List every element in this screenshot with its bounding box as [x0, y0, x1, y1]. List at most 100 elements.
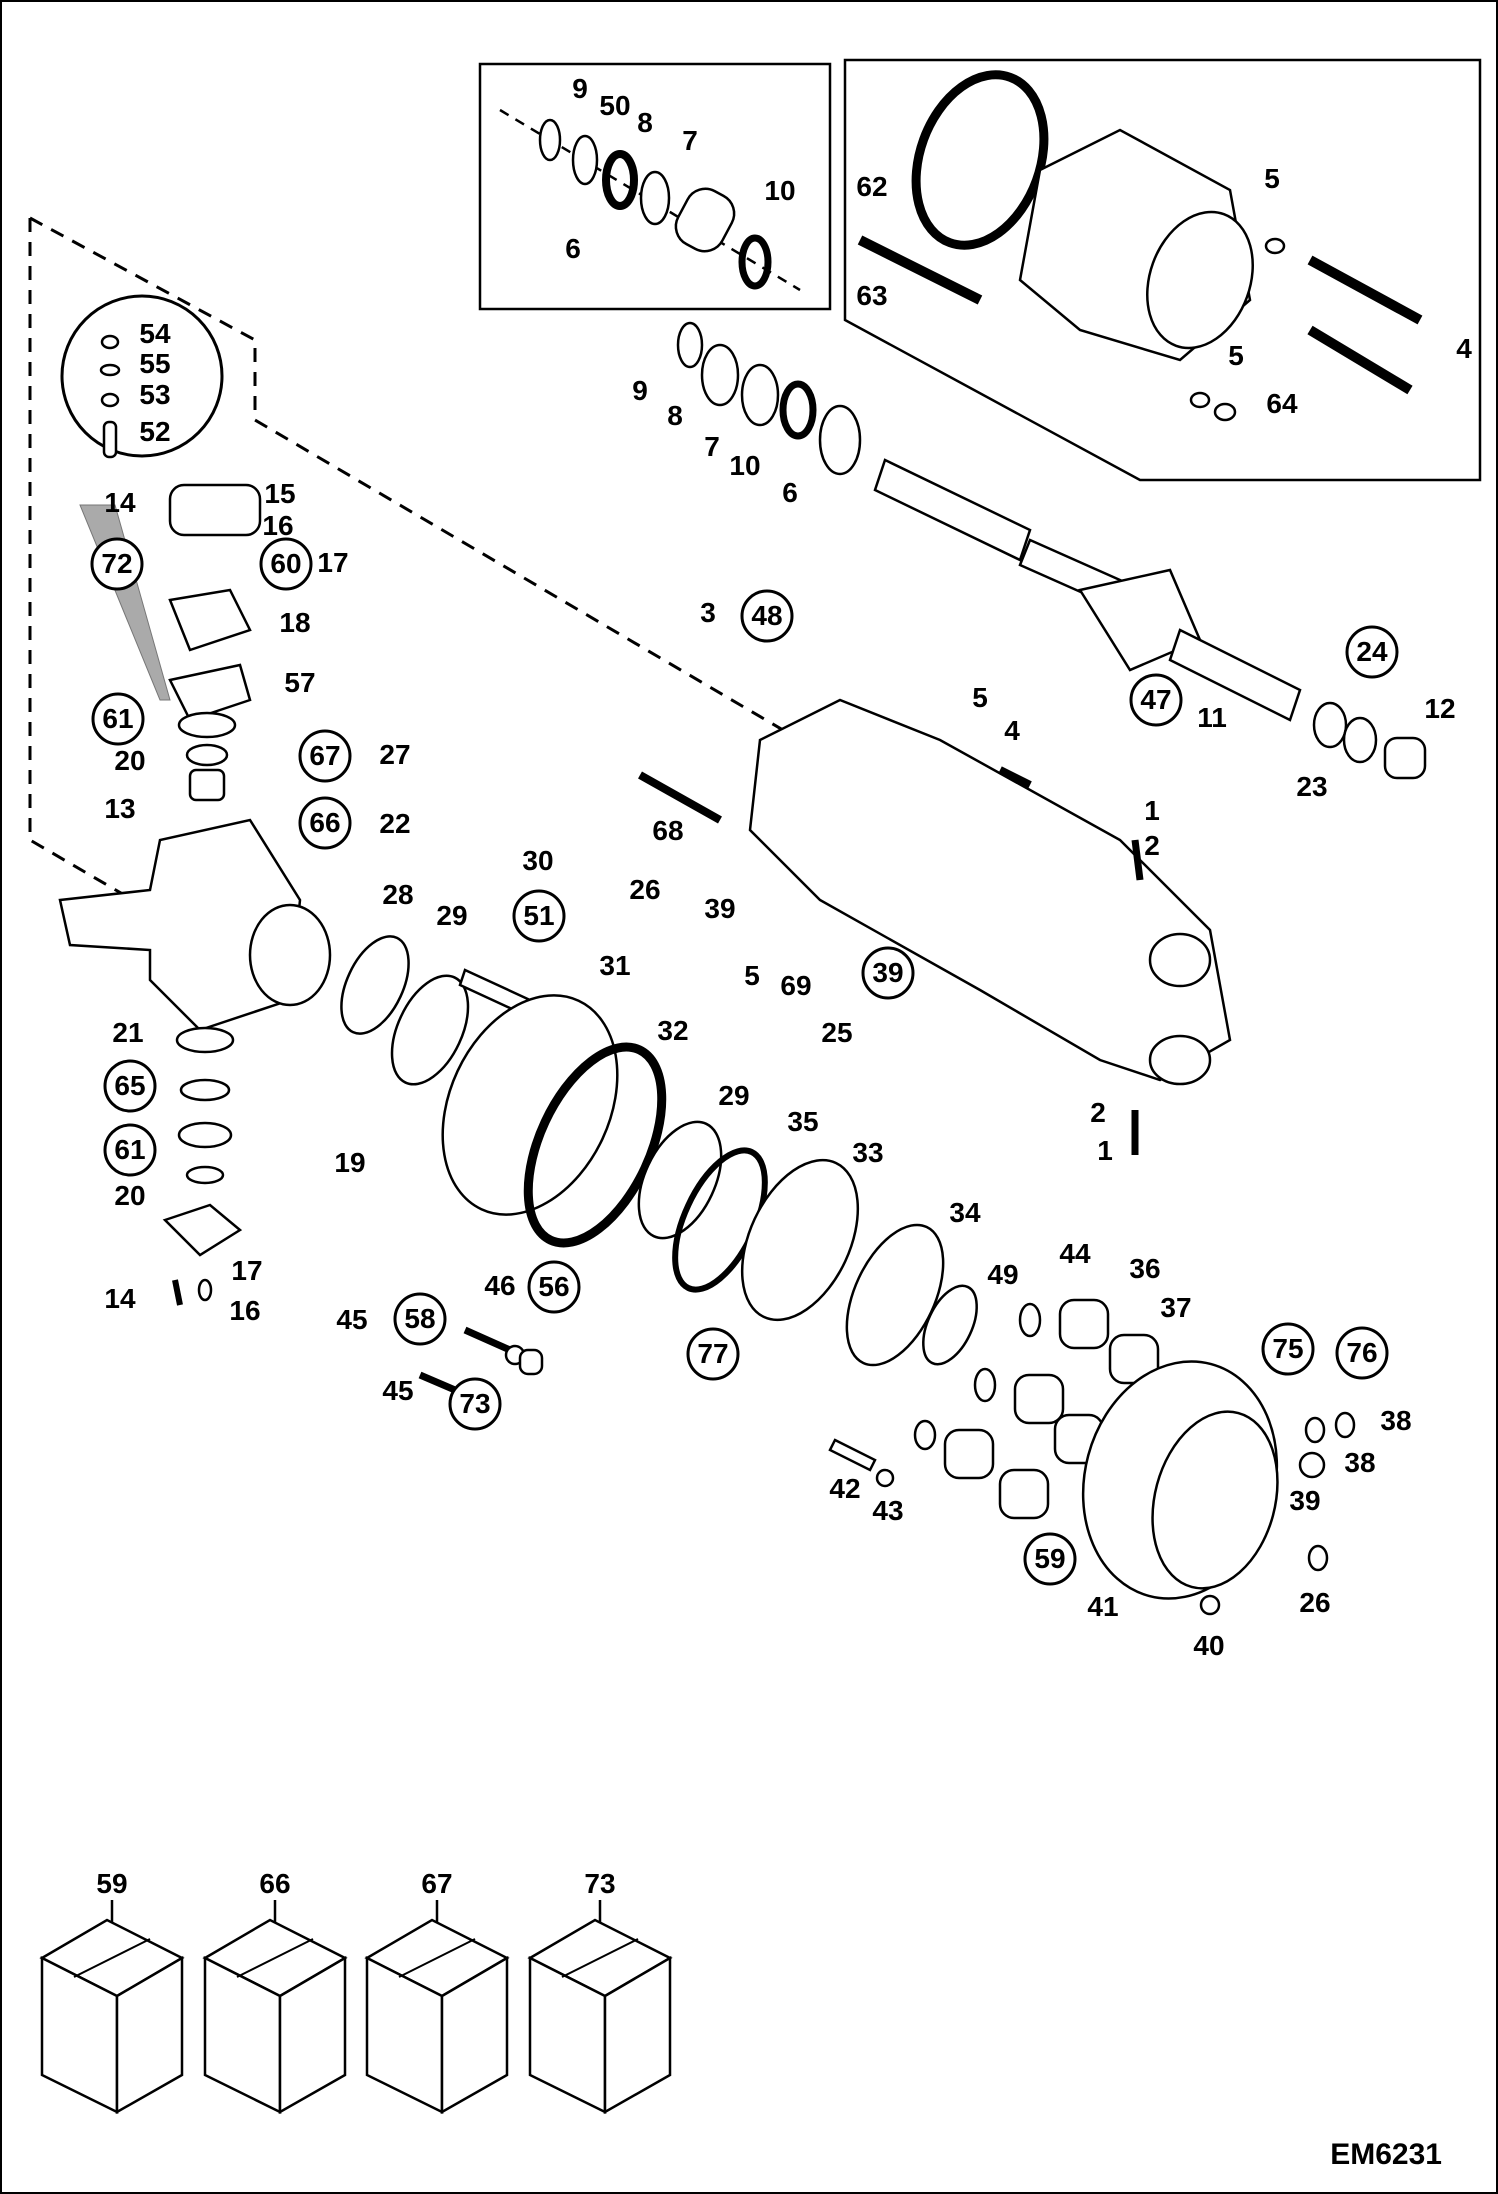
- callout-6: 6: [782, 477, 798, 508]
- steering-knuckle-group: [58, 294, 332, 1257]
- callout-2: 2: [1144, 830, 1160, 861]
- callout-33: 33: [852, 1137, 883, 1168]
- callout-7: 7: [704, 431, 720, 462]
- callout-5: 5: [1264, 163, 1280, 194]
- circled-callout-67: 67: [298, 729, 352, 783]
- callout-41: 41: [1087, 1591, 1118, 1622]
- callout-14: 14: [104, 1283, 136, 1314]
- callout-17: 17: [317, 547, 348, 578]
- callout-5: 5: [744, 960, 760, 991]
- callout-53: 53: [139, 379, 170, 410]
- svg-text:56: 56: [538, 1271, 569, 1302]
- callout-52: 52: [139, 416, 170, 447]
- callout-44: 44: [1059, 1238, 1091, 1269]
- callout-34: 34: [949, 1197, 981, 1228]
- svg-text:51: 51: [523, 900, 554, 931]
- circled-callout-61: 61: [103, 1123, 157, 1177]
- callout-21: 21: [112, 1017, 143, 1048]
- seal-stack-inset: [499, 108, 801, 292]
- callout-5: 5: [972, 682, 988, 713]
- callout-8: 8: [637, 107, 653, 138]
- callout-37: 37: [1160, 1292, 1191, 1323]
- svg-text:66: 66: [309, 807, 340, 838]
- circled-callout-58: 58: [393, 1292, 447, 1346]
- callout-50: 50: [599, 90, 630, 121]
- callout-45: 45: [382, 1375, 413, 1406]
- callout-36: 36: [1129, 1253, 1160, 1284]
- callout-68: 68: [652, 815, 683, 846]
- axle-shaft-group: [676, 321, 1427, 780]
- circled-callout-65: 65: [103, 1059, 157, 1113]
- callout-1: 1: [1144, 795, 1160, 826]
- callout-8: 8: [667, 400, 683, 431]
- callout-55: 55: [139, 348, 170, 379]
- circled-callout-48: 48: [740, 589, 794, 643]
- callout-39: 39: [704, 893, 735, 924]
- inset-box-diff-housing: [843, 58, 1482, 482]
- circled-callout-73: 73: [448, 1377, 502, 1431]
- circled-callout-51: 51: [512, 889, 566, 943]
- callout-17: 17: [231, 1255, 262, 1286]
- callout-49: 49: [987, 1259, 1018, 1290]
- svg-text:65: 65: [114, 1070, 145, 1101]
- callout-31: 31: [599, 950, 630, 981]
- callout-4: 4: [1456, 333, 1472, 364]
- callout-20: 20: [114, 1180, 145, 1211]
- kit-label: 59: [96, 1868, 127, 1899]
- callout-14: 14: [104, 487, 136, 518]
- callout-9: 9: [632, 375, 648, 406]
- callout-42: 42: [829, 1473, 860, 1504]
- svg-text:75: 75: [1272, 1333, 1303, 1364]
- callout-16: 16: [229, 1295, 260, 1326]
- callout-28: 28: [382, 879, 413, 910]
- kit-box-67: 67: [364, 1868, 510, 2115]
- circled-callout-76: 76: [1335, 1326, 1389, 1380]
- circled-callout-77: 77: [686, 1327, 740, 1381]
- diff-housing-inset: [857, 70, 1423, 422]
- svg-text:72: 72: [101, 548, 132, 579]
- callout-35: 35: [787, 1106, 818, 1137]
- wheel-hub-group: [172, 935, 1356, 1616]
- callout-39: 39: [1289, 1485, 1320, 1516]
- callout-19: 19: [334, 1147, 365, 1178]
- kit-label: 73: [584, 1868, 615, 1899]
- callout-27: 27: [379, 739, 410, 770]
- callout-13: 13: [104, 793, 135, 824]
- axle-housing: [638, 698, 1232, 1155]
- callout-26: 26: [629, 874, 660, 905]
- callout-64: 64: [1266, 388, 1298, 419]
- callout-29: 29: [718, 1080, 749, 1111]
- callout-20: 20: [114, 745, 145, 776]
- callout-29: 29: [436, 900, 467, 931]
- callout-18: 18: [279, 607, 310, 638]
- svg-text:67: 67: [309, 740, 340, 771]
- callout-22: 22: [379, 808, 410, 839]
- svg-text:76: 76: [1346, 1337, 1377, 1368]
- callout-43: 43: [872, 1495, 903, 1526]
- callout-62: 62: [856, 171, 887, 202]
- callout-69: 69: [780, 970, 811, 1001]
- callout-30: 30: [522, 845, 553, 876]
- callout-38: 38: [1380, 1405, 1411, 1436]
- svg-text:60: 60: [270, 548, 301, 579]
- inset-box-seals: [478, 62, 832, 311]
- callout-5: 5: [1228, 340, 1244, 371]
- drawing-code: EM6231: [1330, 2138, 1442, 2171]
- circled-callout-47: 47: [1129, 673, 1183, 727]
- svg-text:61: 61: [114, 1134, 145, 1165]
- callout-54: 54: [139, 318, 171, 349]
- svg-text:73: 73: [459, 1388, 490, 1419]
- dashed-leader-upper: [29, 216, 801, 742]
- circled-callout-66: 66: [298, 796, 352, 850]
- circled-callout-75: 75: [1261, 1322, 1315, 1376]
- circled-callout-60: 60: [259, 537, 313, 591]
- callout-25: 25: [821, 1017, 852, 1048]
- callout-11: 11: [1197, 702, 1227, 733]
- callout-23: 23: [1296, 771, 1327, 802]
- callout-6: 6: [565, 233, 581, 264]
- svg-text:59: 59: [1034, 1543, 1065, 1574]
- circled-callout-39: 39: [861, 946, 915, 1000]
- kit-label: 66: [259, 1868, 290, 1899]
